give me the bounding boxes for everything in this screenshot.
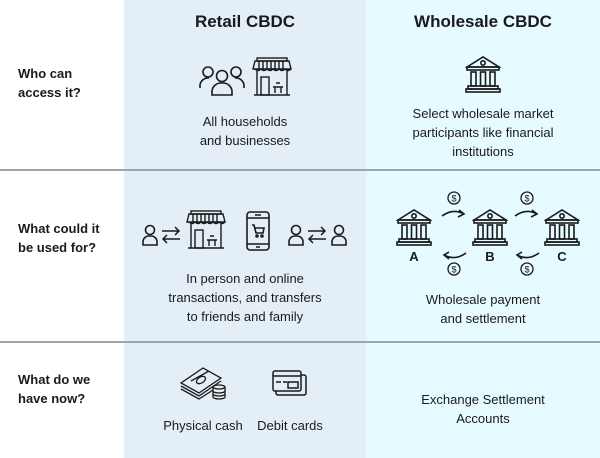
- bank-icon: [465, 55, 501, 93]
- bank-b-icon: [472, 208, 508, 246]
- dollar-coin-icon: $: [447, 262, 461, 276]
- bank-a-label: A: [409, 249, 419, 264]
- exchange-arrows-icon: [307, 226, 327, 244]
- physical-cash-caption: Physical cash: [163, 418, 243, 433]
- svg-text:$: $: [524, 265, 529, 275]
- dollar-coin-icon: $: [447, 191, 461, 205]
- person-icon: [331, 224, 347, 246]
- curved-arrow-left-icon: [441, 250, 467, 262]
- row-divider-2: [0, 341, 600, 343]
- cash-and-coins-icon: [179, 365, 229, 401]
- svg-text:$: $: [451, 194, 456, 204]
- svg-text:$: $: [524, 194, 529, 204]
- debit-cards-icon: [272, 369, 308, 399]
- row-divider-1: [0, 169, 600, 171]
- row-label-what-we-have: What do we have now?: [18, 372, 91, 406]
- dollar-coin-icon: $: [520, 191, 534, 205]
- mobile-shopping-cart-icon: [246, 211, 270, 251]
- bank-b-label: B: [485, 249, 495, 264]
- svg-text:$: $: [451, 265, 456, 275]
- retail-usage-description: In person and online transactions, and t…: [168, 271, 322, 324]
- curved-arrow-left-icon: [514, 250, 540, 262]
- bank-c-label: C: [557, 249, 567, 264]
- row-label-who-can-access: Who can access it?: [18, 66, 81, 100]
- curved-arrow-right-icon: [514, 208, 540, 220]
- dollar-coin-icon: $: [520, 262, 534, 276]
- wholesale-usage-description: Wholesale payment and settlement: [425, 292, 541, 326]
- wholesale-now-description: Exchange Settlement Accounts: [421, 392, 545, 426]
- person-icon: [142, 224, 158, 246]
- row-label-what-used-for: What could it be used for?: [18, 221, 100, 255]
- person-icon: [288, 224, 304, 246]
- retail-column-background: [124, 0, 366, 458]
- wholesale-cbdc-heading: Wholesale CBDC: [414, 12, 552, 31]
- bank-c-icon: [544, 208, 580, 246]
- exchange-arrows-icon: [161, 226, 181, 244]
- storefront-icon: [186, 210, 226, 250]
- people-group-icon: [199, 64, 245, 96]
- retail-cbdc-heading: Retail CBDC: [194, 12, 296, 31]
- retail-access-description: All households and businesses: [199, 114, 291, 148]
- storefront-icon: [252, 57, 292, 97]
- curved-arrow-right-icon: [441, 208, 467, 220]
- bank-a-icon: [396, 208, 432, 246]
- wholesale-access-description: Select wholesale market participants lik…: [412, 106, 554, 159]
- debit-cards-caption: Debit cards: [257, 418, 323, 433]
